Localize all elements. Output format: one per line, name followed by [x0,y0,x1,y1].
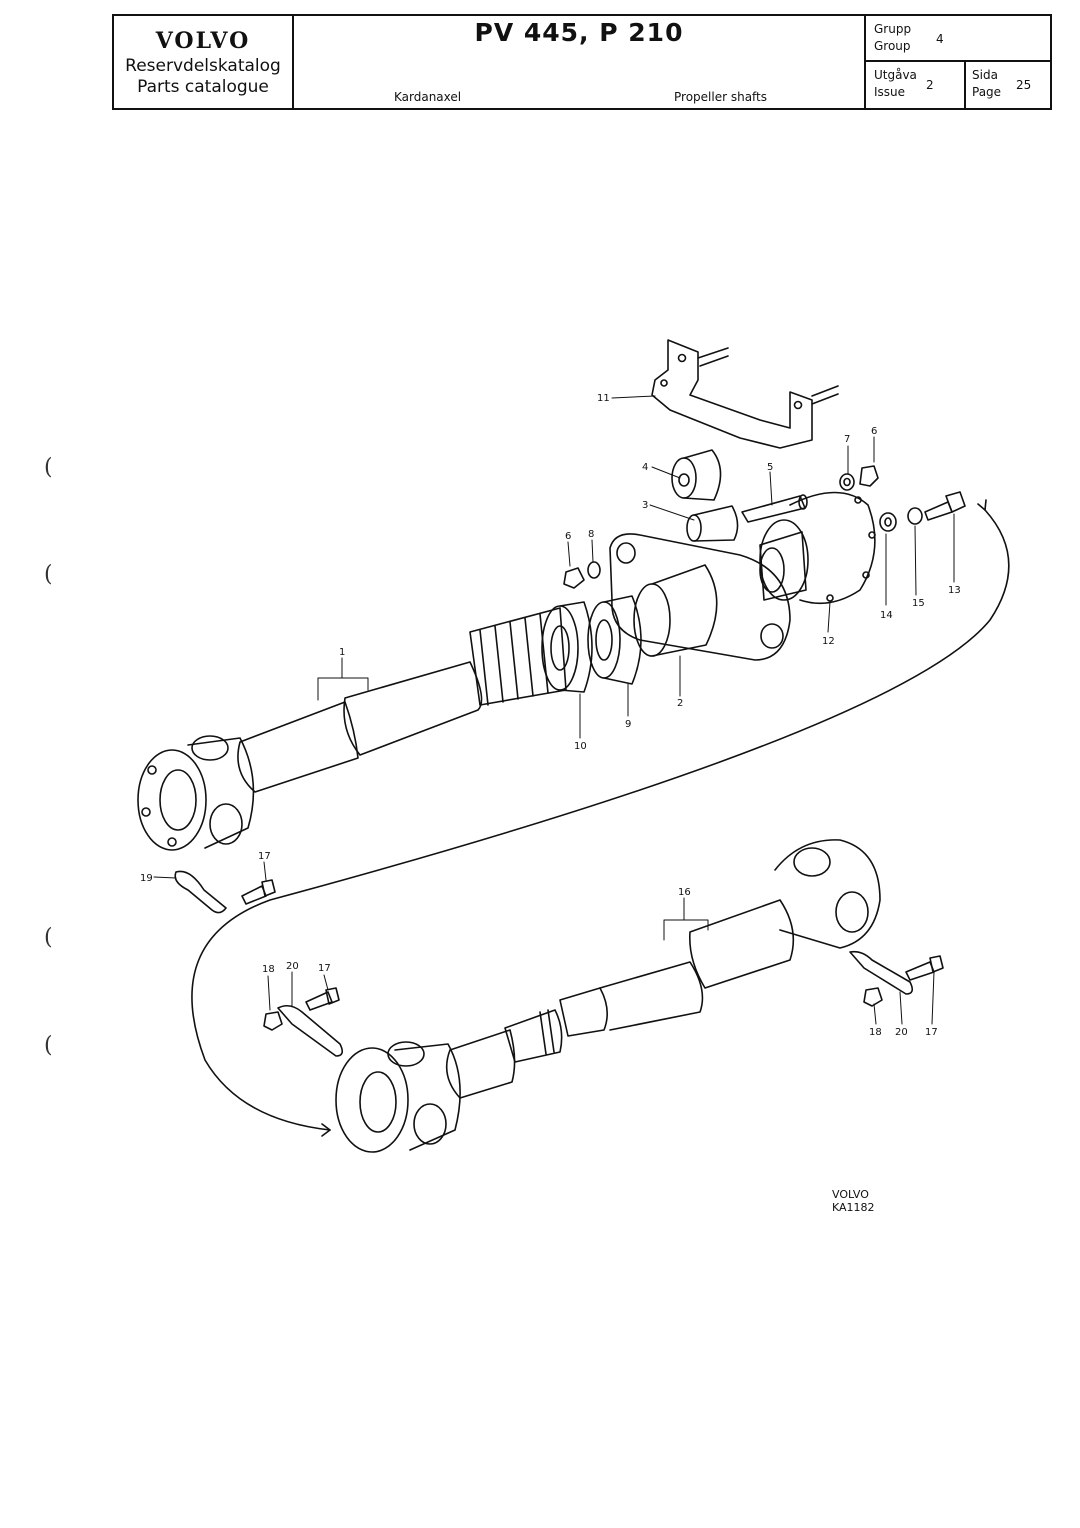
model-title: PV 445, P 210 [474,18,684,47]
callout: 17 [258,851,271,862]
bolt [741,494,808,523]
drawing-code: VOLVO KA1182 [832,1188,875,1214]
callout: 17 [925,1027,938,1038]
callout: 12 [822,636,835,647]
lock-plate [174,870,227,914]
callout: 9 [625,719,631,730]
dust-cover [541,601,593,693]
page-cell: Sida Page 25 [966,62,1050,108]
callout: 20 [286,961,299,972]
margin-mark: ( [44,925,53,950]
callout: 18 [869,1027,882,1038]
callout: 3 [642,500,648,511]
margin-mark: ( [44,1033,53,1058]
callout: 2 [677,698,683,709]
catalog-title-sv: Reservdelskatalog [125,56,281,76]
issue-value: 2 [926,78,934,92]
rear-propeller-shaft [335,839,881,1153]
washer [839,473,855,491]
bolt [241,885,267,905]
sleeve [686,505,739,542]
assembly-arrow [191,509,1010,1131]
bracket-part [651,339,839,449]
ball-bearing [587,595,642,685]
bolt [905,961,935,981]
section-title-en: Propeller shafts [674,90,768,104]
callout: 8 [588,529,594,540]
flange-yoke [759,491,876,605]
page-value: 25 [1016,78,1032,92]
washer [879,512,897,532]
page-label-en: Page [972,85,1002,99]
title-block: VOLVO Reservdelskatalog Parts catalogue … [112,14,1052,110]
callout-labels: 11 4 3 5 7 6 6 8 13 15 14 12 2 9 10 1 19… [140,393,961,1038]
nut [263,1011,283,1031]
washer [587,561,601,579]
issue-label-en: Issue [874,85,906,99]
catalog-title-en: Parts catalogue [137,77,269,97]
rubber-bushing [671,449,722,501]
group-value: 4 [936,32,944,46]
callout: 16 [678,887,691,898]
lock-plate [849,950,914,995]
callout: 18 [262,964,275,975]
section-title-sv: Kardanaxel [394,90,462,104]
model-cell: PV 445, P 210 Kardanaxel Propeller shaft… [294,16,866,108]
bearing-housing [633,564,718,657]
issue-cell: Utgåva Issue 2 [866,62,966,108]
callout: 14 [880,610,893,621]
page-label-sv: Sida [972,68,998,82]
callout: 1 [339,647,345,658]
issue-label-sv: Utgåva [874,68,917,82]
spring-washer [907,507,923,525]
group-cell: Grupp Group 4 [866,16,1050,62]
callout: 5 [767,462,773,473]
drawing-code-brand: VOLVO [832,1188,869,1201]
callout: 4 [642,462,648,473]
nut [563,567,585,589]
lock-plate [277,1004,344,1057]
callout: 20 [895,1027,908,1038]
group-label-sv: Grupp [874,22,912,36]
brand-cell: VOLVO Reservdelskatalog Parts catalogue [114,16,294,108]
callout: 6 [565,531,571,542]
group-label-en: Group [874,39,911,53]
callout: 13 [948,585,961,596]
callout: 7 [844,434,850,445]
front-propeller-shaft [137,607,567,851]
nut [863,987,883,1007]
callout: 6 [871,426,877,437]
margin-mark: ( [44,455,53,480]
volvo-logo: VOLVO [155,28,251,54]
callout: 15 [912,598,925,609]
bolt [924,501,953,521]
callout: 10 [574,741,587,752]
nut [859,465,879,487]
bearing-bracket-plate [609,533,791,661]
callout: 17 [318,963,331,974]
callout: 11 [597,393,610,404]
margin-mark: ( [44,562,53,587]
callout: 19 [140,873,153,884]
drawing-code-number: KA1182 [832,1201,875,1214]
